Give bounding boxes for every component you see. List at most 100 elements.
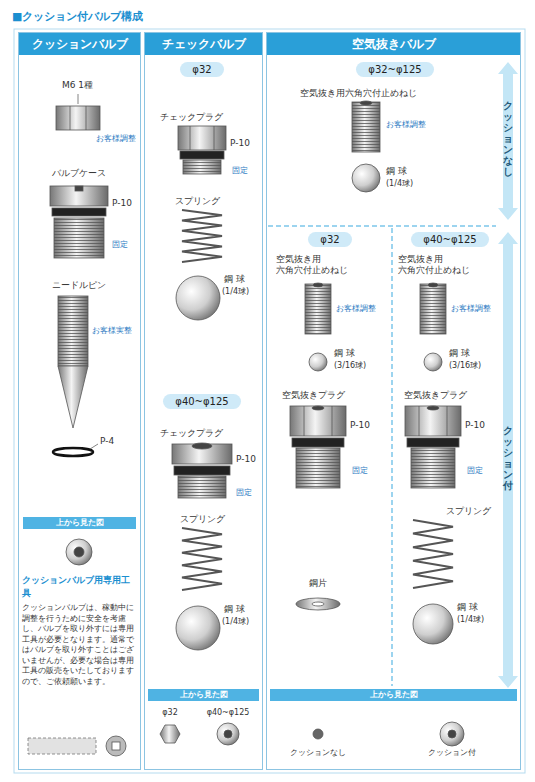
size-tag: φ32~φ125 bbox=[356, 62, 433, 77]
cushion-valve-parts bbox=[75, 186, 83, 191]
air-vent-valve-parts bbox=[309, 353, 327, 371]
air-vent-valve-parts bbox=[428, 283, 438, 287]
part-label: 鋼 球 bbox=[334, 348, 355, 359]
part-label: 空気抜きプラグ bbox=[282, 390, 345, 401]
cushion-valve-parts bbox=[52, 208, 106, 216]
node-heading: φ40~φ125 bbox=[175, 395, 228, 408]
part-label: 固定 bbox=[236, 488, 252, 498]
check-valve-parts bbox=[160, 725, 180, 743]
size-tag: φ32 bbox=[180, 62, 223, 77]
part-label: お客様実整 bbox=[92, 326, 132, 336]
air-vent-valve-parts bbox=[296, 598, 340, 610]
part-label: M6 1種 bbox=[62, 80, 93, 91]
view-band: 上から見た図 bbox=[270, 689, 517, 701]
tool-note: クッションバルブ用専用工具クッションバルブは、稼動中に調整を行うために安全を考慮… bbox=[22, 574, 137, 687]
part-label: チェックプラグ bbox=[160, 428, 223, 439]
check-valve-parts bbox=[172, 444, 232, 464]
air-vent-valve-parts bbox=[304, 406, 305, 436]
air-vent-valve-parts bbox=[420, 284, 446, 334]
frame bbox=[14, 29, 525, 773]
part-label: (1/4球) bbox=[386, 179, 413, 189]
part-label: 固定 bbox=[467, 466, 483, 476]
air-vent-valve-parts bbox=[352, 102, 380, 152]
node-heading: φ40~φ125 bbox=[423, 233, 476, 246]
air-vent-valve-parts bbox=[447, 406, 448, 436]
air-vent-valve-parts bbox=[440, 722, 464, 746]
part-label: ニードルピン bbox=[52, 280, 106, 291]
part-label: チェックプラグ bbox=[160, 112, 223, 123]
size-tag: φ32 bbox=[308, 232, 351, 247]
cushion-valve-parts bbox=[58, 366, 88, 428]
node-heading: クッションバルブ用専用工具 bbox=[22, 574, 137, 600]
cushion-valve-parts bbox=[50, 186, 108, 206]
air-vent-valve-parts bbox=[391, 228, 393, 686]
check-valve-parts bbox=[178, 476, 226, 498]
air-vent-valve-parts bbox=[332, 406, 333, 436]
check-valve-parts bbox=[214, 126, 215, 150]
part-label: (3/16球) bbox=[449, 361, 481, 371]
air-vent-valve-parts bbox=[268, 62, 518, 746]
air-vent-valve-parts bbox=[420, 284, 446, 334]
air-vent-valve-parts bbox=[352, 164, 380, 192]
cushion-valve-parts bbox=[66, 539, 92, 565]
part-label: (3/16球) bbox=[334, 361, 366, 371]
check-valve-parts bbox=[176, 276, 220, 320]
view-band: 上から見た図 bbox=[148, 689, 259, 701]
part-label: P-4 bbox=[100, 436, 114, 447]
valve-panel: 空気抜きバルブ φ32~φ125 φ32 φ40~φ125 上から見た図 bbox=[266, 32, 521, 770]
node-heading: 空気抜きバルブ bbox=[267, 33, 520, 55]
part-label: クッション付 bbox=[503, 425, 513, 491]
part-label: お客様調整 bbox=[96, 134, 136, 144]
part-label: クッション付 bbox=[428, 748, 476, 758]
node-heading: 上から見た図 bbox=[25, 517, 134, 529]
check-valve-parts bbox=[190, 126, 191, 150]
air-vent-valve-parts bbox=[360, 101, 372, 105]
part-label: 空気抜き用 六角穴付止めねじ bbox=[276, 254, 360, 276]
part-label: お客様調整 bbox=[386, 120, 426, 130]
cushion-valve-parts bbox=[53, 448, 93, 456]
air-vent-valve-parts bbox=[448, 730, 456, 738]
air-vent-valve-parts bbox=[411, 448, 455, 488]
air-vent-valve-parts bbox=[413, 604, 453, 644]
node-heading: 上から見た図 bbox=[272, 689, 515, 701]
air-vent-valve-parts bbox=[405, 406, 461, 436]
part-label: 固定 bbox=[352, 466, 368, 476]
air-vent-valve-parts bbox=[312, 406, 324, 410]
air-vent-valve-parts bbox=[498, 62, 518, 220]
air-vent-valve-parts bbox=[407, 438, 459, 447]
node-heading: クッションバルブ bbox=[19, 33, 140, 55]
air-vent-valve-parts bbox=[411, 448, 455, 488]
part-label: 鋼 球 bbox=[449, 348, 470, 359]
part-label: お客様調整 bbox=[451, 304, 491, 314]
part-label: 空気抜き用六角穴付止めねじ bbox=[300, 88, 417, 99]
cushion-valve-parts bbox=[54, 218, 104, 258]
cushion-valve-parts bbox=[56, 106, 100, 130]
cushion-valve-parts bbox=[78, 94, 79, 104]
check-valve-parts bbox=[217, 723, 239, 745]
check-valve-parts bbox=[178, 126, 226, 150]
air-vent-valve-parts bbox=[292, 438, 344, 447]
cushion-valve-parts bbox=[28, 738, 96, 754]
part-label: 鋼 球 bbox=[457, 602, 478, 613]
part-label: P-10 bbox=[350, 420, 370, 431]
check-valve-parts bbox=[192, 443, 212, 449]
check-valve-parts bbox=[174, 466, 230, 475]
cushion-valve-parts bbox=[74, 547, 84, 557]
air-vent-valve-parts bbox=[305, 284, 331, 334]
node-heading: φ32 bbox=[192, 63, 211, 76]
size-tag: φ40~φ125 bbox=[411, 232, 488, 247]
air-vent-valve-parts bbox=[313, 283, 323, 287]
part-label: スプリング bbox=[180, 514, 225, 525]
part-label: 固定 bbox=[232, 166, 248, 176]
part-label: (1/4球) bbox=[457, 615, 484, 625]
node-heading: チェックバルブ bbox=[145, 33, 262, 55]
part-label: P-10 bbox=[465, 420, 485, 431]
part-label: P-10 bbox=[230, 138, 250, 149]
check-valve-parts bbox=[176, 606, 220, 650]
part-label: 鋼 球 bbox=[224, 604, 245, 615]
spring bbox=[413, 520, 453, 588]
air-vent-valve-parts bbox=[268, 225, 496, 227]
check-valve-parts bbox=[178, 476, 226, 498]
cushion-valve-parts bbox=[54, 218, 104, 258]
cushion-valve-parts bbox=[106, 736, 126, 756]
